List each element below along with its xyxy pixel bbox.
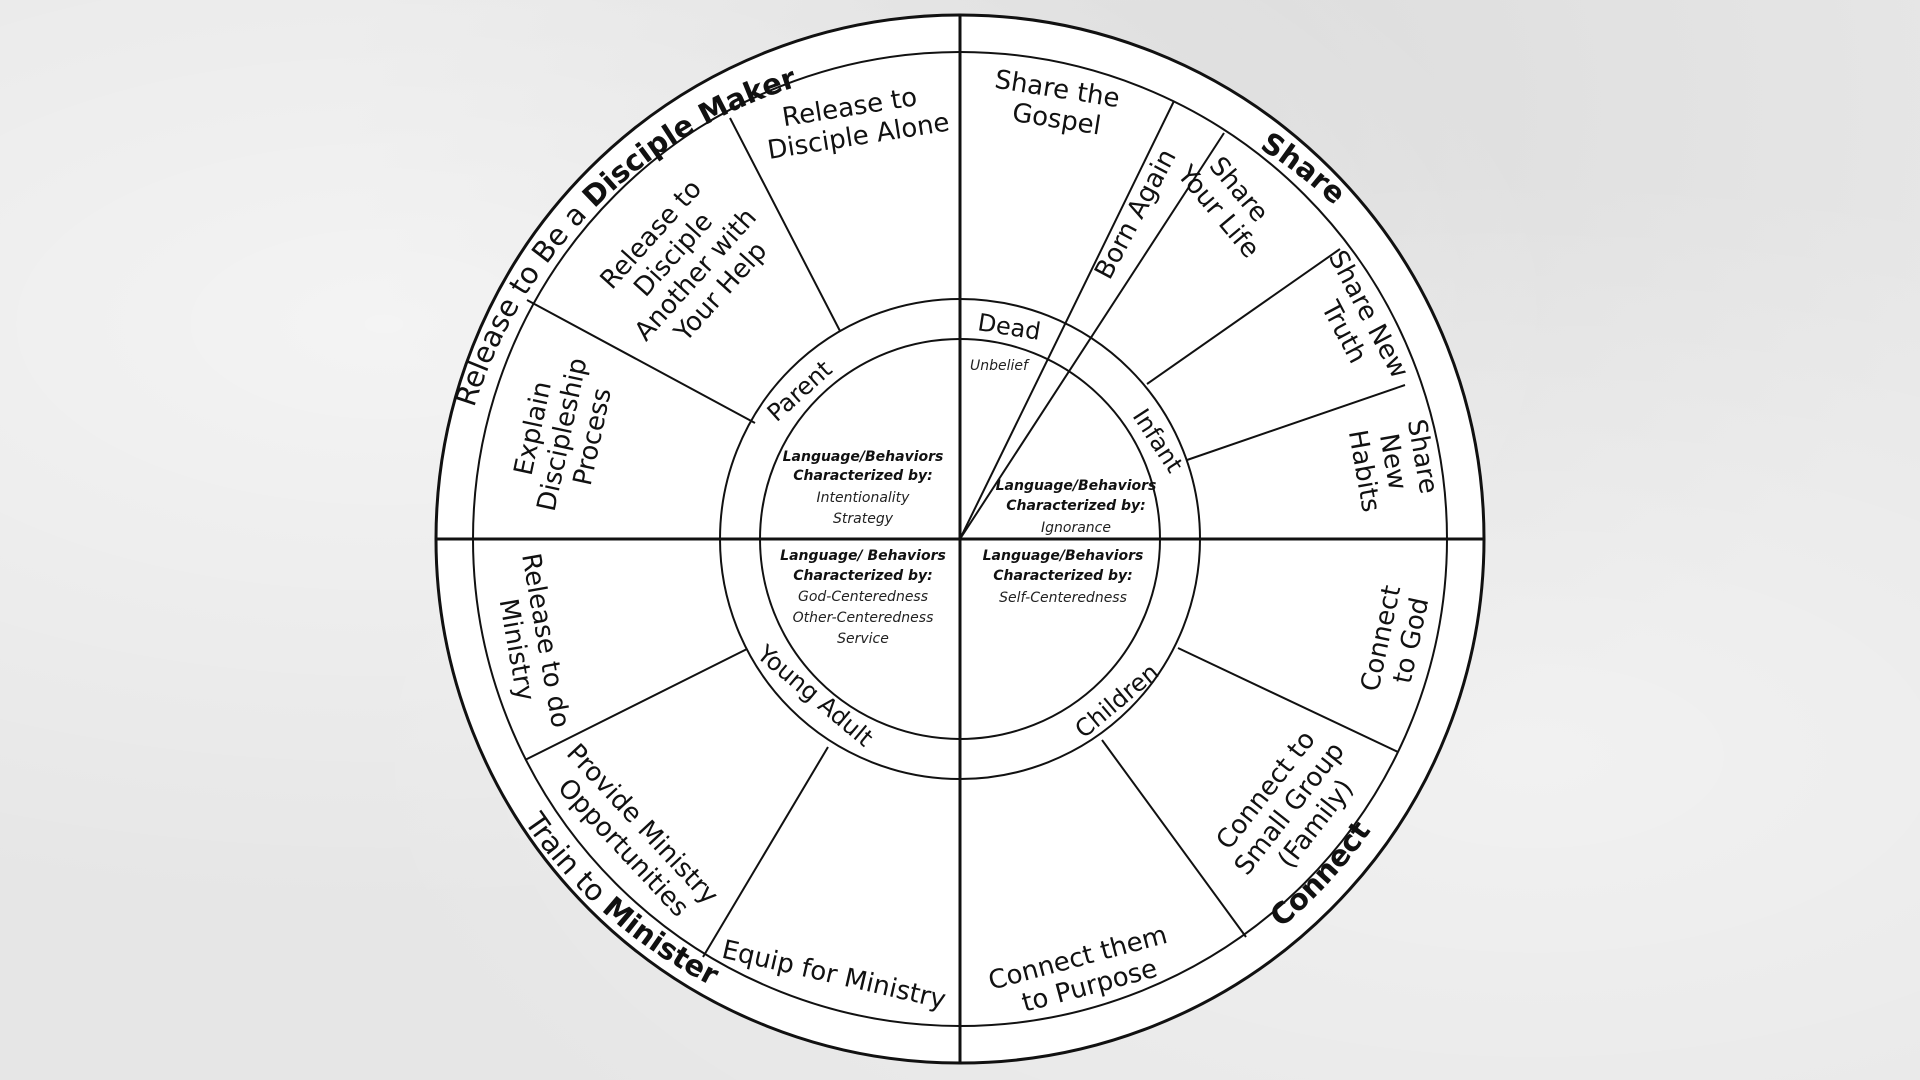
wedge-line-dead-left (959, 100, 1175, 540)
center-parent-header-1: Language/Behaviors (783, 449, 944, 465)
center-children-header-1: Language/Behaviors (983, 548, 1144, 564)
center-infant-text: Language/Behaviors Characterized by: Ign… (996, 478, 1157, 536)
divider-q2-a (1177, 647, 1399, 753)
divider-q2-b (1101, 739, 1247, 938)
center-parent-header-2: Characterized by: (793, 468, 933, 484)
center-infant-header-2: Characterized by: (1006, 498, 1146, 514)
center-young-adult-trait-1: God-Centeredness (798, 589, 928, 605)
wedge-line-dead-right (959, 132, 1225, 540)
center-parent-trait-2: Strategy (833, 511, 894, 527)
center-young-adult-trait-2: Other-Centeredness (793, 610, 934, 626)
divider-q1-b (1186, 384, 1406, 461)
divider-q4-b (729, 117, 841, 332)
center-parent-text: Language/Behaviors Characterized by: Int… (783, 449, 944, 527)
center-children-trait-1: Self-Centeredness (999, 590, 1127, 606)
divider-q4-a (526, 299, 756, 424)
center-children-header-2: Characterized by: (993, 568, 1133, 584)
wheel-structure (434, 13, 1486, 1065)
center-young-adult-header-2: Characterized by: (793, 568, 933, 584)
center-young-adult-header-1: Language/ Behaviors (780, 548, 946, 564)
divider-q3-a (702, 746, 829, 958)
center-parent-trait-1: Intentionality (817, 490, 911, 506)
center-children-text: Language/Behaviors Characterized by: Sel… (983, 548, 1144, 606)
divider-q1-a (1146, 248, 1341, 385)
center-young-adult-trait-3: Service (837, 631, 889, 647)
center-infant-trait-1: Ignorance (1041, 520, 1111, 536)
center-young-adult-text: Language/ Behaviors Characterized by: Go… (780, 548, 946, 647)
divider-q3-b (524, 648, 748, 761)
center-infant-header-1: Language/Behaviors (996, 478, 1157, 494)
stage-unbelief: Unbelief (970, 358, 1030, 374)
